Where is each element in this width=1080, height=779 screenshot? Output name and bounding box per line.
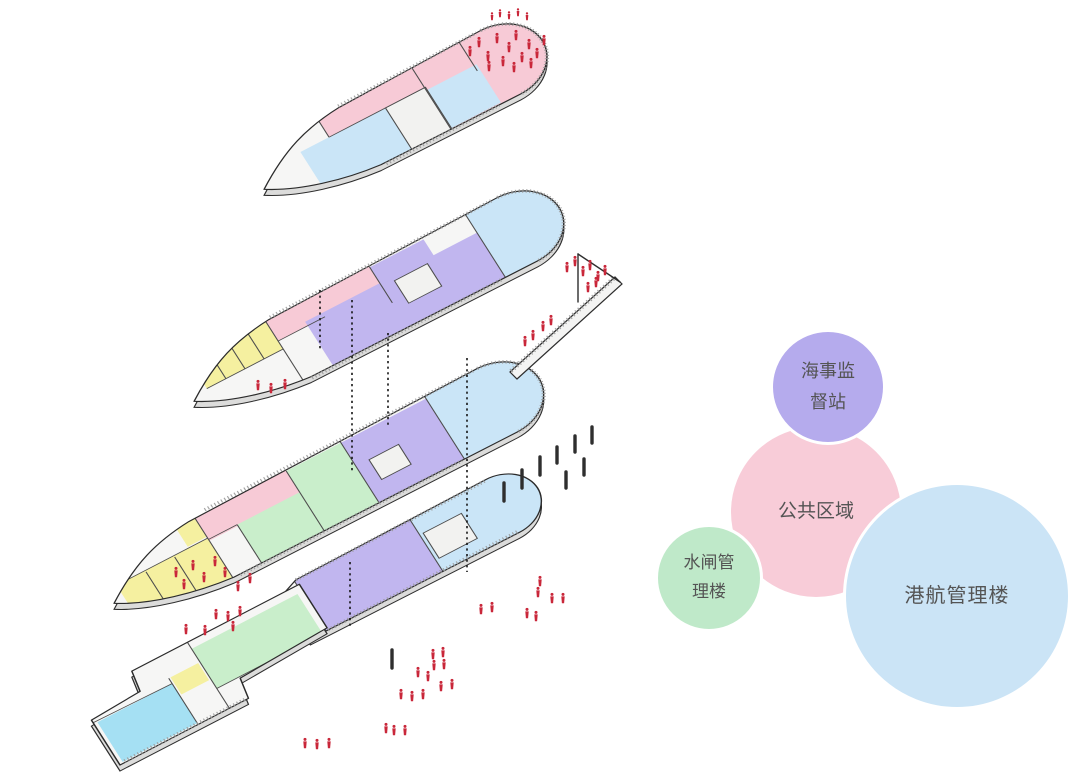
zone-meeting-rooms	[237, 463, 381, 566]
zone-maritime-office	[340, 397, 468, 505]
legend-label-public-area: 公共区域	[777, 500, 854, 522]
exploded-axonometric-diagram	[90, 8, 623, 772]
legend-label-maritime-station: 海事监督站	[801, 361, 855, 412]
stair-core	[422, 512, 479, 559]
legend-bubble-sluice-building: 水闸管理楼	[655, 524, 763, 632]
floor-plate-1f	[274, 461, 555, 640]
zone-port-hall	[423, 346, 560, 461]
stair-core	[393, 263, 443, 304]
legend-label-sluice-building: 水闸管理楼	[683, 553, 735, 601]
zone-service-room	[170, 662, 210, 695]
legend-label-port-building: 港航管理楼	[904, 585, 1010, 607]
person-cluster-ground-right	[399, 575, 565, 702]
floor-plate-roof	[263, 8, 563, 196]
zone-maritime-office	[293, 519, 444, 633]
pile-markers	[390, 425, 594, 670]
legend-bubble-port-building: 港航管理楼	[843, 482, 1071, 710]
zone-sluice-pool	[97, 683, 198, 762]
legend-bubble-maritime-station: 海事监督站	[770, 329, 886, 445]
floor-plate-sluice	[90, 583, 328, 766]
projection-lines	[319, 290, 468, 628]
person-cluster-bottom	[303, 722, 407, 750]
access-ramp	[509, 253, 623, 380]
zone-meeting-rooms	[191, 593, 323, 689]
stair-core	[368, 443, 412, 481]
